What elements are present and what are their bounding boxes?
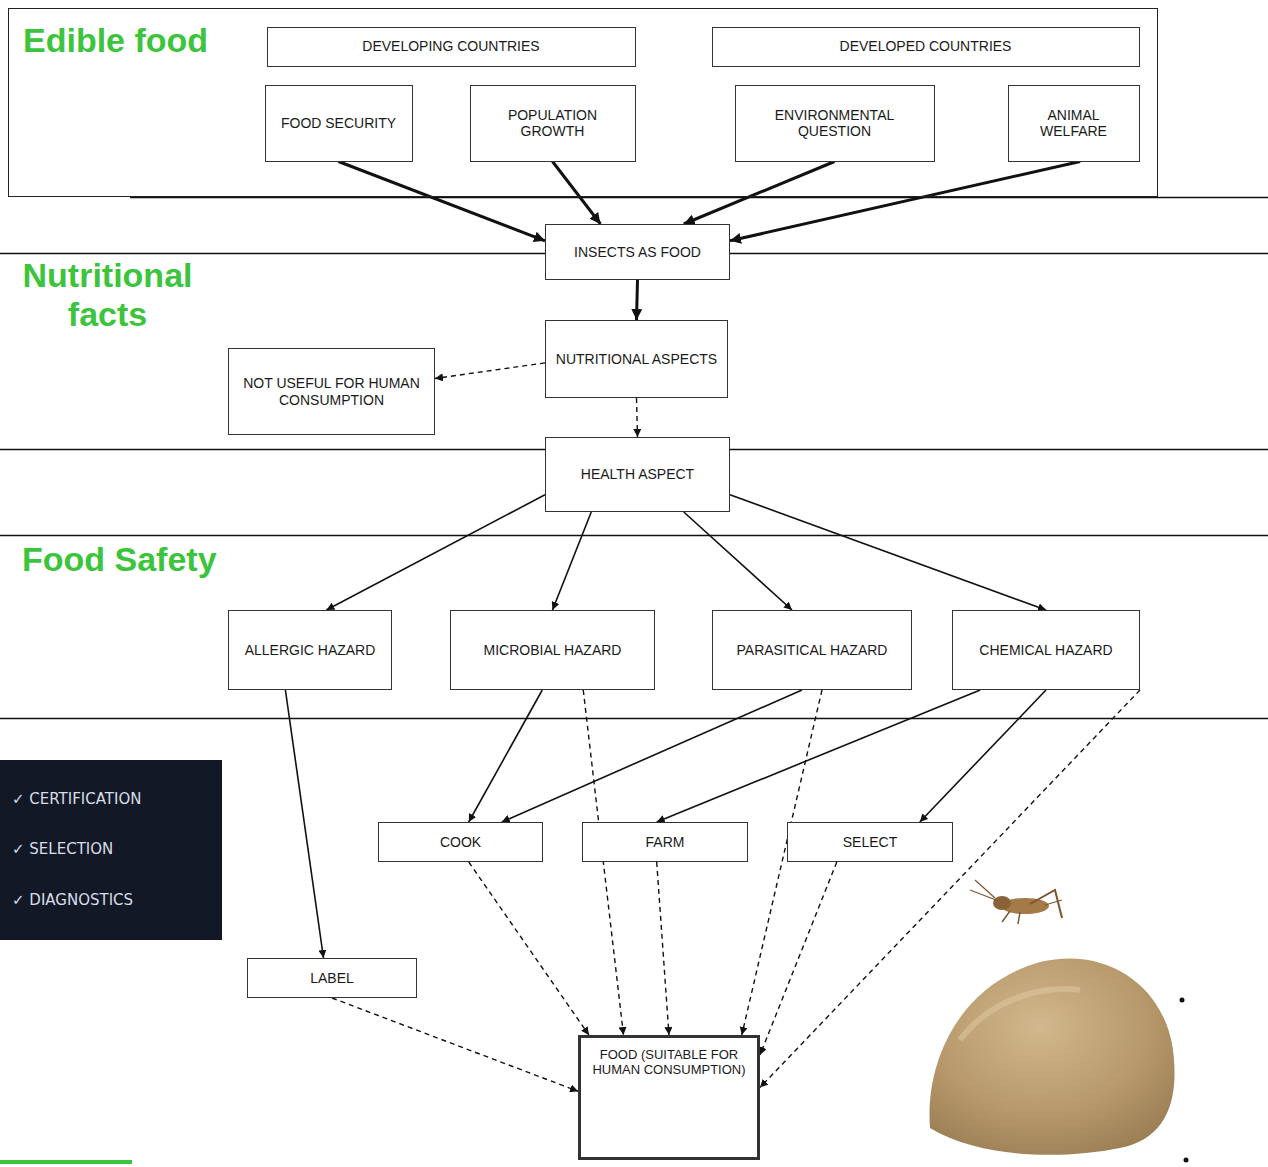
flow-arrow	[553, 512, 592, 610]
category-box: DEVELOPING COUNTRIES	[267, 27, 636, 67]
dashed-arrow	[332, 998, 578, 1091]
flow-arrow	[730, 495, 1046, 610]
section-line	[0, 535, 1268, 537]
box-label: NUTRITIONAL ASPECTS	[556, 351, 717, 367]
box-label: INSECTS AS FOOD	[574, 244, 701, 260]
section-label: Food Safety	[22, 540, 217, 579]
process-box: INSECTS AS FOOD	[545, 224, 730, 280]
hazard-box: MICROBIAL HAZARD	[450, 610, 655, 690]
checklist-panel: ✓ CERTIFICATION ✓ SELECTION ✓ DIAGNOSTICS	[0, 760, 222, 940]
result-box: FOOD (SUITABLE FOR HUMAN CONSUMPTION)	[578, 1035, 760, 1160]
box-label: DEVELOPED COUNTRIES	[840, 38, 1012, 54]
dashed-arrow	[583, 690, 623, 1035]
dashed-arrow	[760, 862, 837, 1055]
section-label: Nutritional facts	[0, 256, 215, 334]
box-label: POPULATION GROWTH	[477, 107, 629, 139]
box-label: LABEL	[310, 970, 354, 986]
process-box: HEALTH ASPECT	[545, 437, 730, 512]
outcome-box: NOT USEFUL FOR HUMAN CONSUMPTION	[228, 348, 435, 435]
section-heading: Edible food	[23, 21, 208, 60]
measure-box: COOK	[378, 822, 543, 862]
box-label: HEALTH ASPECT	[581, 466, 694, 482]
measure-box: SELECT	[787, 822, 953, 862]
dashed-arrow	[435, 363, 545, 379]
hazard-box: ALLERGIC HAZARD	[228, 610, 392, 690]
box-label: CHEMICAL HAZARD	[979, 642, 1112, 658]
box-label: MICROBIAL HAZARD	[484, 642, 622, 658]
section-line	[0, 718, 1268, 720]
flow-arrow	[684, 512, 792, 610]
box-label: ALLERGIC HAZARD	[245, 642, 376, 658]
hazard-box: PARASITICAL HAZARD	[712, 610, 912, 690]
flow-arrow	[326, 495, 545, 610]
box-label: PARASITICAL HAZARD	[737, 642, 888, 658]
dashed-arrow	[469, 862, 589, 1035]
flow-arrow	[469, 690, 543, 822]
box-label: NOT USEFUL FOR HUMAN CONSUMPTION	[235, 375, 428, 407]
dashed-arrow	[742, 690, 822, 1035]
flow-arrow	[730, 162, 1080, 241]
dashed-arrow	[637, 398, 638, 437]
dashed-arrow	[657, 862, 669, 1035]
measure-box: FARM	[582, 822, 748, 862]
box-label: SELECT	[843, 834, 897, 850]
flow-arrow	[637, 280, 638, 320]
accent-bar	[0, 1160, 132, 1164]
region-box: Edible food DEVELOPING COUNTRIES DEVELOPED…	[8, 8, 1158, 197]
flow-arrow	[339, 162, 546, 241]
flow-arrow	[684, 162, 835, 225]
checklist-item: ✓ DIAGNOSTICS	[12, 892, 133, 909]
flow-arrow	[920, 690, 1046, 822]
box-label: FOOD SECURITY	[281, 115, 396, 131]
factor-box: POPULATION GROWTH	[470, 85, 636, 162]
checklist-item: ✓ SELECTION	[12, 841, 113, 858]
factor-box: ENVIRONMENTAL QUESTION	[735, 85, 935, 162]
hazard-box: CHEMICAL HAZARD	[952, 610, 1140, 690]
box-label: FOOD (SUITABLE FOR HUMAN CONSUMPTION)	[587, 1048, 751, 1078]
dashed-arrow	[760, 690, 1140, 1088]
process-box: NUTRITIONAL ASPECTS	[545, 320, 728, 398]
flow-arrow	[285, 690, 323, 958]
flow-arrow	[553, 162, 601, 225]
factor-box: FOOD SECURITY	[265, 85, 413, 162]
flow-arrow	[502, 690, 802, 822]
box-label: ENVIRONMENTAL QUESTION	[742, 107, 928, 139]
box-label: DEVELOPING COUNTRIES	[362, 38, 539, 54]
factor-box: ANIMAL WELFARE	[1008, 85, 1140, 162]
cricket-powder-illustration	[918, 862, 1189, 1163]
box-label: ANIMAL WELFARE	[1015, 107, 1133, 139]
box-label: COOK	[440, 834, 481, 850]
measure-box: LABEL	[247, 958, 417, 998]
checklist-item: ✓ CERTIFICATION	[12, 791, 141, 808]
flow-arrow	[657, 690, 981, 822]
box-label: FARM	[646, 834, 685, 850]
category-box: DEVELOPED COUNTRIES	[712, 27, 1140, 67]
